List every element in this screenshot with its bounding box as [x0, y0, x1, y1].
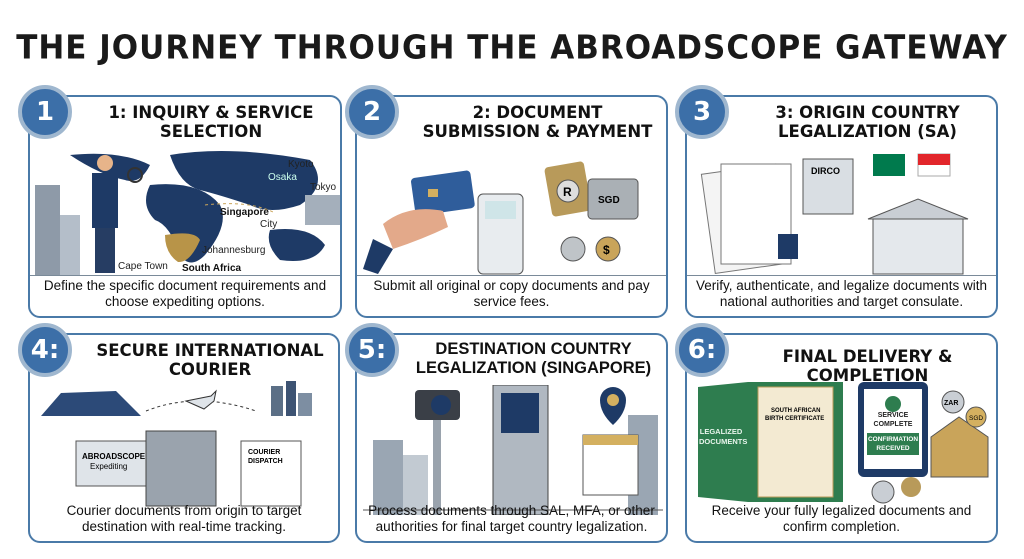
- step-badge: 4:: [18, 323, 72, 377]
- map-label-city: City: [260, 219, 277, 230]
- envelope-icon: [930, 416, 989, 478]
- package-box-icon: [145, 430, 217, 507]
- step-title: 2: DOCUMENT SUBMISSION & PAYMENT: [422, 103, 653, 141]
- step-caption: Receive your fully legalized documents a…: [711, 503, 972, 534]
- step-caption: Courier documents from origin to target …: [66, 503, 302, 534]
- dispatch-label: DISPATCH: [248, 458, 283, 465]
- step-5-panel: 5: DESTINATION COUNTRY LEGALIZATION (SIN…: [345, 323, 668, 543]
- page-title: THE JOURNEY THROUGH THE ABROADSCOPE GATE…: [16, 29, 1008, 67]
- step-title: 1: INQUIRY & SERVICE SELECTION: [108, 103, 314, 141]
- step-caption: Define the specific document requirement…: [43, 278, 327, 309]
- credit-card-icon: [411, 170, 475, 216]
- airplane-icon: [184, 389, 217, 410]
- dirco-building-icon: [802, 158, 854, 215]
- step-title: SECURE INTERNATIONAL COURIER: [96, 341, 324, 379]
- step-title: FINAL DELIVERY & COMPLETION: [782, 347, 953, 385]
- step-badge: 3: [675, 85, 729, 139]
- courier-illustration: ABROADSCOPE Expediting COURIER DISPATCH: [41, 381, 312, 507]
- rand-note-label: R: [563, 185, 572, 199]
- step-caption: Verify, authenticate, and legalize docum…: [696, 278, 987, 309]
- step-badge: 5:: [345, 323, 399, 377]
- map-label-south-africa: South Africa: [182, 263, 242, 274]
- step-caption: Process documents through SAL, MFA, or o…: [368, 503, 655, 534]
- courier-label: COURIER: [248, 449, 280, 456]
- dispatch-document-icon: [240, 440, 302, 507]
- dirco-label: DIRCO: [811, 166, 840, 176]
- certificate-line-1: SOUTH AFRICAN: [771, 408, 820, 414]
- expediting-label: Expediting: [90, 462, 127, 471]
- stamp-icon: [778, 234, 798, 259]
- step-title: DESTINATION COUNTRY LEGALIZATION (SINGAP…: [415, 340, 652, 377]
- step-3-panel: 3 3: ORIGIN COUNTRY LEGALIZATION (SA) DI…: [675, 85, 998, 318]
- step-caption: Submit all original or copy documents an…: [373, 278, 650, 309]
- consulate-building-icon: [872, 218, 964, 275]
- step-badge: 6:: [675, 323, 729, 377]
- legalization-illustration: DIRCO: [700, 153, 969, 275]
- map-label-tokyo: Tokyo: [310, 182, 337, 193]
- delivery-illustration: SOUTH AFRICAN BIRTH CERTIFICATE ZAR SGD: [698, 382, 989, 504]
- step-2-panel: 2 2: DOCUMENT SUBMISSION & PAYMENT R SGD…: [345, 85, 668, 318]
- zar-coin-label: ZAR: [944, 400, 958, 407]
- step-4-panel: 4: SECURE INTERNATIONAL COURIER ABROADSC…: [18, 323, 340, 543]
- certificate-line-2: BIRTH CERTIFICATE: [765, 416, 824, 422]
- dollar-coin-label: $: [603, 243, 610, 257]
- shipping-label: [75, 440, 147, 487]
- world-map-illustration: Kyoto Osaka Tokyo Singapore City Johanne…: [30, 148, 340, 275]
- step-badge: 2: [345, 85, 399, 139]
- step-1-panel: 1 1: INQUIRY & SERVICE SELECTION Kyoto O…: [18, 85, 342, 318]
- sgd-note-label: SGD: [598, 195, 620, 206]
- service-complete-label: SERVICE COMPLETE: [873, 412, 913, 428]
- step-title: 3: ORIGIN COUNTRY LEGALIZATION (SA): [775, 103, 960, 141]
- step-badge: 1: [18, 85, 72, 139]
- certificate-icon: [757, 386, 834, 498]
- map-label-singapore: Singapore: [220, 207, 269, 218]
- folder-label: LEGALIZED DOCUMENTS: [699, 427, 748, 446]
- step-6-panel: 6: FINAL DELIVERY & COMPLETION SOUTH AFR…: [675, 323, 998, 543]
- brand-label: ABROADSCOPE: [82, 452, 146, 461]
- payment-illustration: R SGD $: [363, 161, 639, 275]
- south-africa-flag-icon: [873, 154, 905, 176]
- table-mountain-icon: [41, 391, 141, 416]
- sgd-coin-label: SGD: [969, 415, 983, 422]
- singapore-processing-illustration: [363, 385, 663, 515]
- map-label-kyoto: Kyoto: [288, 159, 314, 170]
- confirmation-badge: CONFIRMATION RECEIVED: [867, 433, 919, 455]
- map-label-johannesburg: Johannesburg: [202, 245, 265, 256]
- folder-icon: [698, 382, 748, 502]
- map-label-cape-town: Cape Town: [118, 261, 168, 272]
- map-label-osaka: Osaka: [268, 172, 297, 183]
